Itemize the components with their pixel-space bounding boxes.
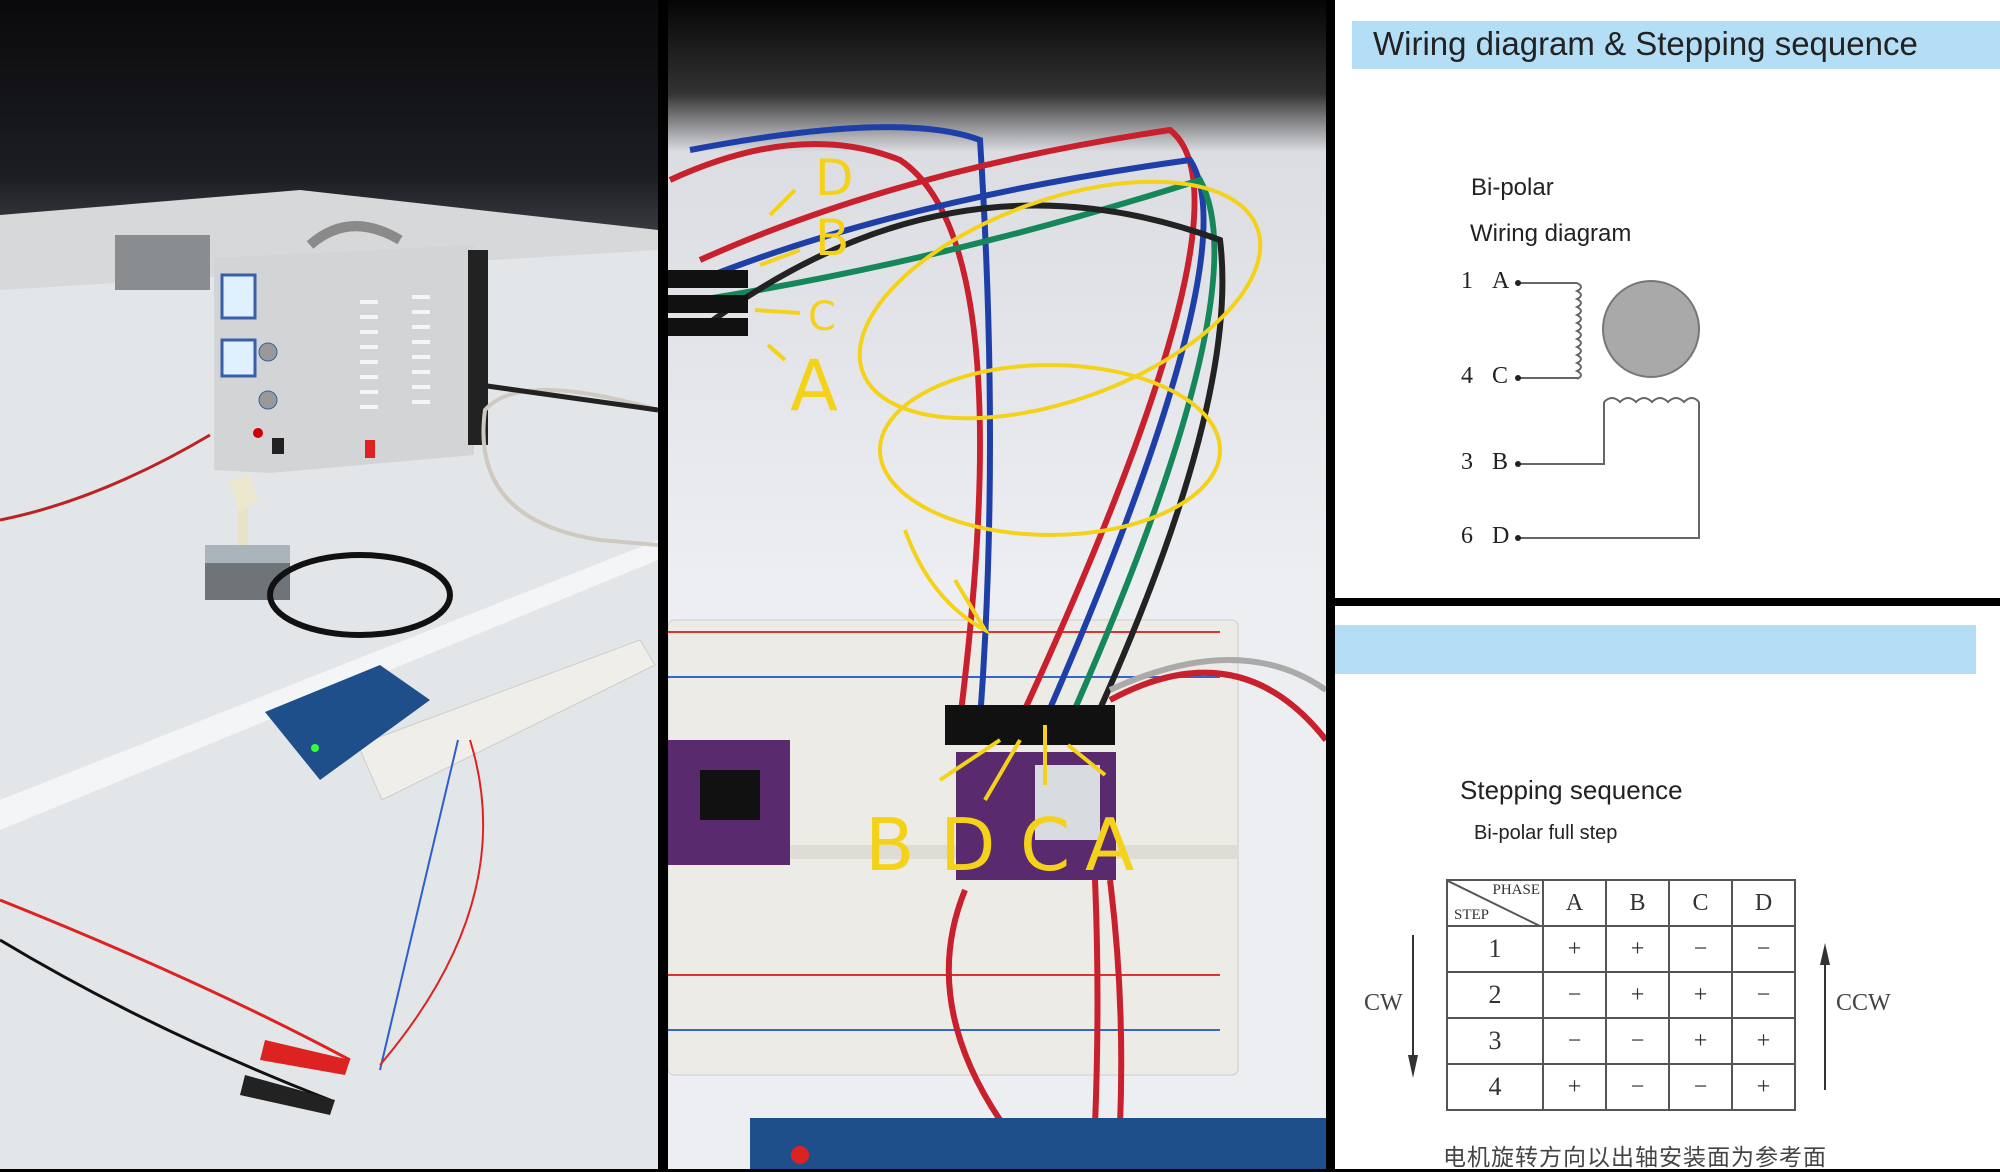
cw-arrow-icon: [1408, 935, 1418, 1078]
bipolar-label: Bi-polar: [1471, 174, 1554, 201]
rotation-direction-note: 电机旋转方向以出轴安装面为参考面: [1443, 1144, 1827, 1170]
bipolar-full-step-label: Bi-polar full step: [1474, 822, 1618, 844]
pin-3-name: B: [1492, 449, 1509, 475]
ccw-arrow-icon: [1820, 943, 1830, 1090]
black-clip: [240, 1075, 335, 1115]
rotor-circle: [1602, 280, 1700, 378]
pin-1-num: 1: [1461, 268, 1473, 294]
wire-labels-bottom: B D C A: [865, 803, 1134, 887]
arduino-board: [750, 1118, 1326, 1169]
yellow-annotations: [754, 179, 1263, 802]
annotation-d: D: [815, 149, 854, 207]
pin-1-name: A: [1492, 268, 1510, 294]
table-row: 1 + + − −: [1446, 925, 1796, 973]
table-header-row: PHASE STEP A B C D: [1446, 879, 1796, 927]
pin-4-num: 4: [1461, 363, 1473, 389]
terminal-dots: [1515, 280, 1521, 541]
cw-label: CW: [1364, 990, 1403, 1016]
table-row: 2 − + + −: [1446, 971, 1796, 1019]
stepping-sequence-title: Stepping sequence: [1460, 775, 1683, 805]
section-banner: [1335, 625, 1976, 674]
red-clip: [260, 1040, 350, 1075]
pin-4-name: C: [1492, 363, 1509, 389]
bench-setup-photo: [0, 0, 658, 1169]
annotation-a: A: [790, 345, 838, 427]
pin-3-num: 3: [1461, 449, 1473, 475]
pin-6-num: 6: [1461, 523, 1473, 549]
phase-a-header: A: [1542, 879, 1607, 927]
wire-labels-left: D B C A: [790, 149, 854, 427]
annotation-c: C: [1020, 803, 1070, 887]
table-row: 3 − − + +: [1446, 1017, 1796, 1065]
pin-6-name: D: [1492, 523, 1510, 549]
stepping-sequence-table: PHASE STEP A B C D 1 + + − − 2 − + + − 3…: [1446, 879, 1796, 1111]
grey-tray: [115, 235, 210, 290]
phase-b-header: B: [1605, 879, 1670, 927]
phase-c-header: C: [1668, 879, 1733, 927]
annotation-b: B: [865, 803, 914, 887]
wiring-diagram-label: Wiring diagram: [1470, 220, 1632, 247]
page-title: Wiring diagram & Stepping sequence: [1373, 25, 1918, 62]
power-supply: [214, 221, 488, 473]
ccw-label: CCW: [1836, 990, 1891, 1016]
phase-d-header: D: [1731, 879, 1796, 927]
annotation-a: A: [1085, 803, 1134, 887]
motor-wiring-schematic: [1515, 280, 1700, 541]
annotation-b: B: [815, 209, 849, 267]
arduino-board: [265, 665, 430, 780]
annotation-d: D: [940, 803, 995, 887]
title-banner: [1352, 21, 2000, 69]
table-row: 4 + − − +: [1446, 1063, 1796, 1111]
breadboard-closeup-photo: D B C A B D C A: [668, 0, 1326, 1169]
stepper-motor: [205, 475, 290, 600]
annotation-c: C: [808, 294, 836, 340]
phase-step-header: PHASE STEP: [1446, 879, 1544, 927]
breadboard: [357, 639, 656, 801]
